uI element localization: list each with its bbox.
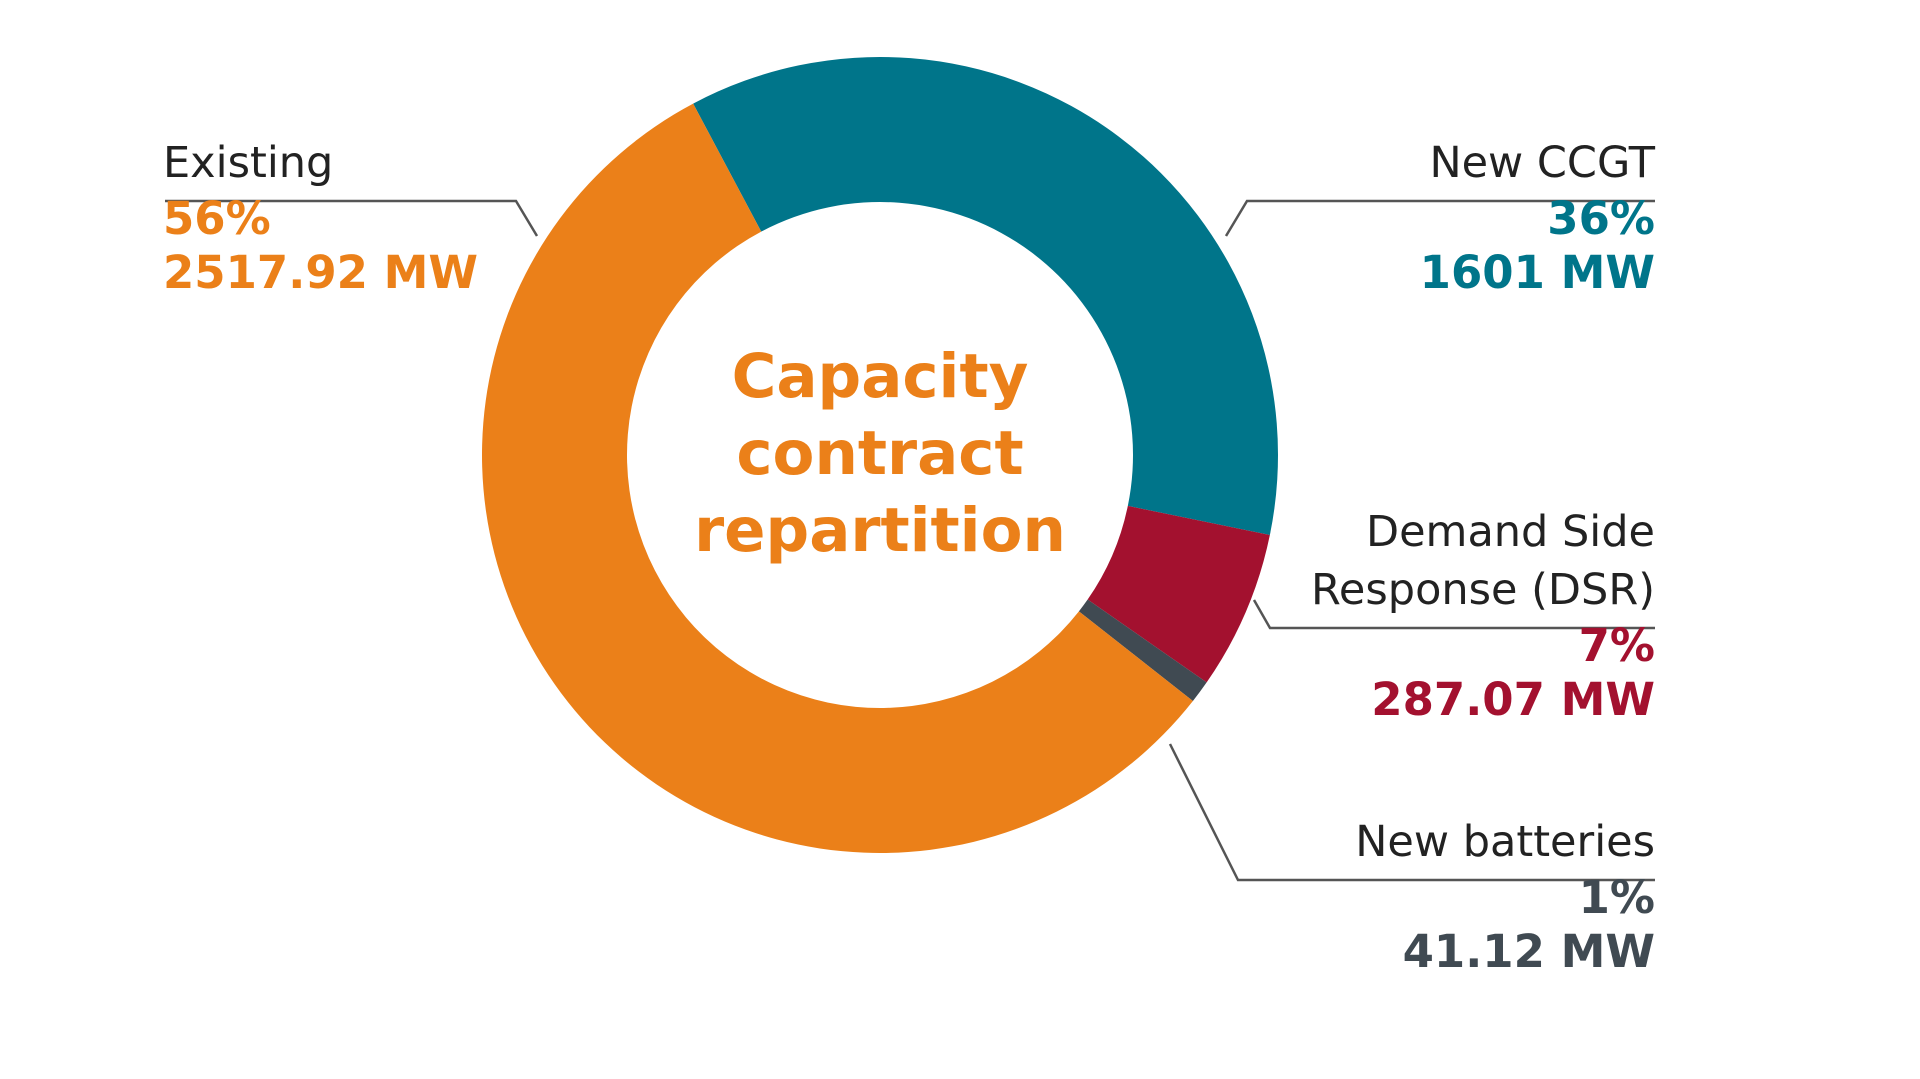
donut-slice-0 (693, 57, 1278, 536)
slice-name-new-ccgt: New CCGT (1429, 138, 1655, 188)
label-new-ccgt: New CCGT 36% 1601 MW (1420, 134, 1655, 300)
slice-name-new-batteries: New batteries (1355, 817, 1655, 867)
slice-percent-new-batteries: 1% (1578, 871, 1655, 924)
chart-title: Capacity contract repartition (655, 338, 1105, 569)
donut-slice-1 (1087, 505, 1270, 683)
donut-slices (482, 57, 1278, 854)
slice-percent-new-ccgt: 36% (1547, 192, 1655, 245)
slice-name-dsr-line-1: Demand Side (1365, 507, 1655, 557)
slice-percent-dsr: 7% (1578, 619, 1655, 672)
chart-title-line-2: contract (736, 418, 1024, 489)
label-existing: Existing 56% 2517.92 MW (163, 134, 478, 300)
leader-line-dsr (1252, 599, 1655, 630)
slice-name-existing: Existing (163, 138, 334, 188)
slice-name-dsr-line-2: Response (DSR) (1310, 565, 1655, 615)
donut-slice-3 (482, 103, 1193, 854)
slice-value-new-ccgt: 1601 MW (1419, 246, 1655, 299)
chart-title-line-1: Capacity (731, 341, 1029, 412)
chart-title-line-3: repartition (694, 495, 1066, 566)
leader-lines (165, 199, 1655, 882)
slice-value-dsr: 287.07 MW (1371, 673, 1655, 726)
slice-value-existing: 2517.92 MW (163, 246, 479, 299)
label-dsr: Demand Side Response (DSR) 7% 287.07 MW (1311, 503, 1655, 727)
leader-line-new-ccgt (1224, 199, 1655, 237)
donut-slice-2 (1078, 599, 1207, 701)
label-new-batteries: New batteries 1% 41.12 MW (1355, 813, 1655, 979)
slice-value-new-batteries: 41.12 MW (1402, 925, 1655, 978)
slice-percent-existing: 56% (163, 192, 271, 245)
leader-line-existing (165, 199, 539, 237)
leader-line-new-batteries (1168, 743, 1655, 882)
